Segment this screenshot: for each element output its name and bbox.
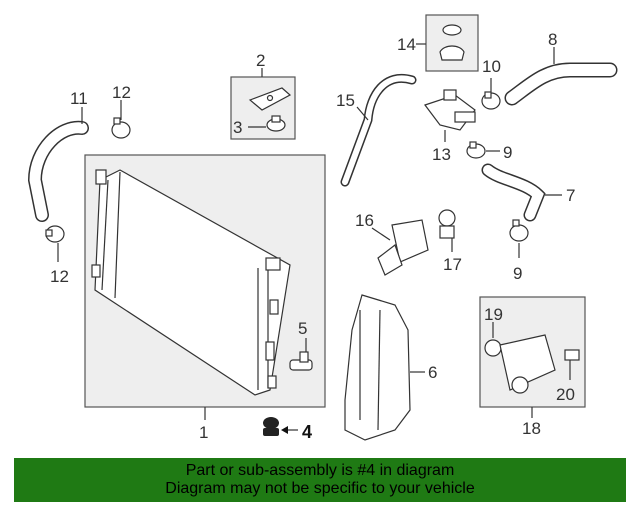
shroud-6 (344, 294, 411, 441)
callout-7: 7 (566, 186, 575, 205)
drain-plug-5 (289, 351, 313, 371)
grommet-3 (266, 115, 286, 132)
callout-11: 11 (70, 89, 88, 108)
callout-4: 4 (302, 422, 312, 442)
banner-line-1: Part or sub-assembly is #4 in diagram (185, 462, 455, 479)
callout-2: 2 (256, 51, 265, 70)
bracket-2 (248, 87, 292, 111)
callout-5: 5 (298, 319, 307, 338)
callout-14: 14 (397, 35, 416, 54)
hose-11 (29, 122, 88, 221)
callout-16: 16 (355, 211, 374, 230)
gasket-14 (442, 24, 462, 36)
callout-18: 18 (522, 419, 541, 438)
thermostat-17 (438, 209, 456, 239)
housing-18 (499, 334, 556, 394)
shroud-rib (377, 309, 381, 431)
outlet-13 (424, 89, 476, 131)
banner-line-2: Diagram may not be specific to your vehi… (165, 480, 475, 497)
hose-7 (483, 165, 544, 220)
part-14-box (425, 14, 479, 72)
clamp-12-bottom (45, 225, 65, 243)
clamp-10 (481, 91, 501, 110)
arrow-4 (281, 426, 288, 434)
clamp-9-top (466, 141, 486, 159)
part-4-cap (263, 417, 279, 436)
callout-9-bottom: 9 (513, 264, 522, 283)
oring-19 (484, 339, 502, 357)
callout-19: 19 (484, 305, 503, 324)
callout-10: 10 (482, 57, 501, 76)
callout-12-bottom: 12 (50, 267, 69, 286)
cap-14 (439, 45, 465, 61)
callout-6: 6 (428, 363, 437, 382)
leader-16 (371, 227, 391, 241)
hose-8 (506, 64, 616, 104)
clamp-12-top (111, 117, 131, 139)
callout-8: 8 (548, 30, 557, 49)
callout-12-top: 12 (112, 83, 131, 102)
callout-15: 15 (336, 91, 355, 110)
housing-16 (377, 219, 429, 276)
callout-9-top: 9 (503, 143, 512, 162)
callout-20: 20 (556, 385, 575, 404)
sensor-20 (564, 349, 580, 361)
callout-17: 17 (443, 255, 462, 274)
callout-13: 13 (432, 145, 451, 164)
leader-15 (356, 106, 369, 121)
callout-3: 3 (233, 118, 242, 137)
clamp-9-bottom (509, 219, 529, 242)
radiator (91, 169, 291, 396)
callout-1: 1 (199, 423, 208, 442)
info-banner: Part or sub-assembly is #4 in diagram Di… (14, 458, 626, 502)
